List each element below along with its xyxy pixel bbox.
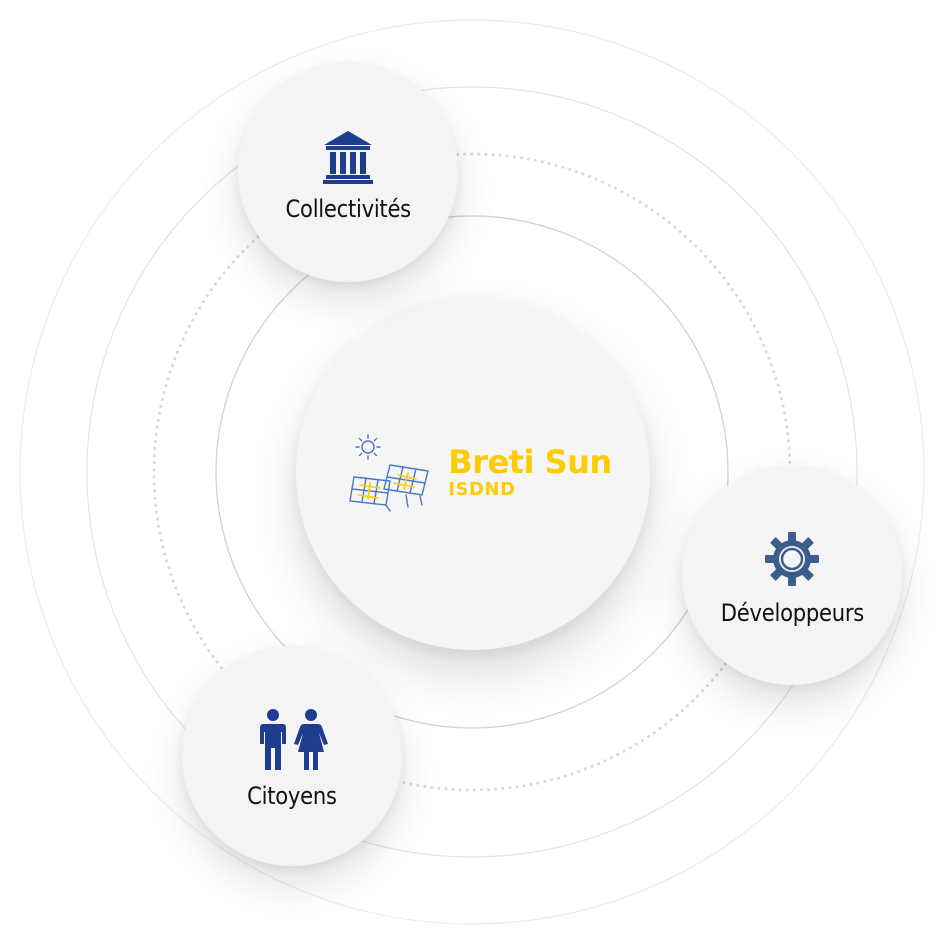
node-label-collectivites: Collectivités [285, 195, 411, 223]
brand-name: Breti Sun [448, 443, 612, 481]
solar-panels-sun-icon [349, 434, 430, 512]
brand-subtitle: ISDND [448, 479, 516, 500]
node-label-developpeurs: Développeurs [720, 599, 864, 627]
node-developpeurs: Développeurs [682, 465, 902, 685]
node-label-citoyens: Citoyens [247, 782, 337, 810]
center-node: Breti Sun ISDND [296, 296, 650, 650]
node-citoyens: Citoyens [182, 646, 402, 866]
second-ring [86, 86, 858, 858]
brand-logo: Breti Sun ISDND [346, 433, 612, 513]
gear-icon [765, 532, 819, 586]
inner-ring [215, 215, 729, 729]
town-hall-icon [323, 131, 373, 184]
node-collectivites: Collectivités [238, 62, 458, 282]
people-icon [260, 709, 328, 770]
outer-ring [19, 19, 925, 925]
